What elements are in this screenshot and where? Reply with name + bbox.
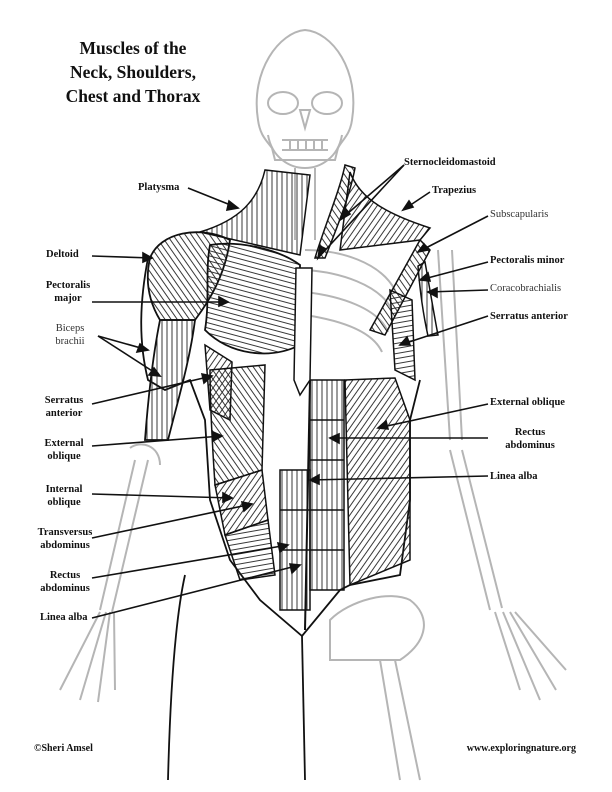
label-deltoid: Deltoid — [46, 249, 79, 260]
right-eye-socket — [311, 91, 343, 115]
hand-left — [59, 611, 116, 703]
label-transversus-abdominus-line-1: Transversus — [37, 527, 93, 538]
label-external-oblique-right: External oblique — [490, 397, 565, 408]
website-text: www.exploringnature.org — [466, 743, 576, 754]
external-oblique-left-muscle — [209, 364, 266, 487]
label-external-oblique-left-line-1: External — [44, 438, 84, 449]
serratus-anterior-right-muscle — [389, 288, 416, 382]
label-internal-oblique-line-2: oblique — [47, 497, 81, 508]
label-linea-alba-right: Linea alba — [490, 471, 538, 482]
right-leg-line — [301, 635, 306, 781]
label-transversus-abdominus: Transversus abdominus — [30, 526, 100, 552]
teeth — [282, 139, 328, 151]
page-title: Muscles of the Neck, Shoulders, Chest an… — [38, 36, 228, 108]
elbow-left — [129, 443, 161, 466]
pectoralis-major-muscle — [204, 242, 301, 355]
label-linea-alba-left: Linea alba — [40, 612, 88, 623]
label-biceps-brachii-line-2: brachii — [55, 336, 85, 347]
label-biceps-brachii-line-1: Biceps — [55, 323, 85, 334]
label-serratus-anterior-left-line-2: anterior — [45, 408, 83, 419]
label-pectoralis-major-line-1: Pectoralis — [45, 280, 91, 291]
label-serratus-anterior-left: Serratus anterior — [34, 394, 94, 420]
label-rectus-abdominus-left-line-1: Rectus — [49, 570, 81, 581]
external-oblique-right-muscle — [344, 377, 411, 587]
label-internal-oblique: Internal oblique — [34, 483, 94, 509]
label-biceps-brachii: Biceps brachii — [40, 322, 100, 348]
nasal-cavity — [298, 109, 312, 132]
label-internal-oblique-line-1: Internal — [45, 484, 83, 495]
label-rectus-abdominus-left-line-2: abdominus — [40, 583, 90, 594]
femur — [379, 659, 421, 781]
label-coracobrachialis: Coracobrachialis — [490, 283, 562, 294]
label-pectoralis-minor: Pectoralis minor — [490, 255, 565, 266]
label-sternocleidomastoid: Sternocleidomastoid — [404, 157, 496, 168]
hand-right — [494, 611, 567, 701]
rectus-abdominus-muscle — [279, 379, 345, 611]
label-external-oblique-left: External oblique — [34, 437, 94, 463]
label-subscapularis: Subscapularis — [490, 209, 549, 220]
linea-alba-line — [304, 379, 311, 631]
left-leg-line — [167, 574, 186, 781]
label-platysma: Platysma — [138, 182, 180, 193]
title-line-2: Neck, Shoulders, — [70, 62, 196, 82]
radius-ulna-left — [99, 459, 149, 613]
copyright-text: ©Sheri Amsel — [34, 743, 93, 754]
label-rectus-abdominus-right-line-2: abdominus — [505, 440, 555, 451]
label-rectus-abdominus-right-line-1: Rectus — [514, 427, 546, 438]
platysma-muscle — [197, 169, 311, 256]
label-rectus-abdominus-right: Rectus abdominus — [490, 426, 570, 452]
label-pectoralis-major: Pectoralis major — [38, 279, 98, 305]
humerus-right — [437, 249, 463, 441]
biceps-brachii-muscle — [144, 319, 197, 441]
title-line-3: Chest and Thorax — [65, 86, 201, 106]
label-serratus-anterior-right: Serratus anterior — [490, 311, 568, 322]
label-serratus-anterior-left-line-1: Serratus — [44, 395, 84, 406]
title-line-1: Muscles of the — [79, 38, 187, 58]
label-rectus-abdominus-left: Rectus abdominus — [32, 569, 98, 595]
mandible — [267, 134, 343, 170]
ribs — [304, 249, 396, 353]
trapezius-muscle — [339, 171, 432, 251]
sternum — [293, 267, 313, 397]
leader-lines — [91, 164, 489, 619]
transversus-abdominus-muscle — [224, 518, 276, 581]
label-external-oblique-left-line-2: oblique — [47, 451, 81, 462]
label-transversus-abdominus-line-2: abdominus — [40, 540, 90, 551]
left-eye-socket — [267, 91, 299, 115]
pelvis — [329, 595, 425, 661]
torso-outline-left — [140, 257, 303, 637]
label-pectoralis-major-line-2: major — [54, 293, 82, 304]
label-trapezius: Trapezius — [432, 185, 477, 196]
